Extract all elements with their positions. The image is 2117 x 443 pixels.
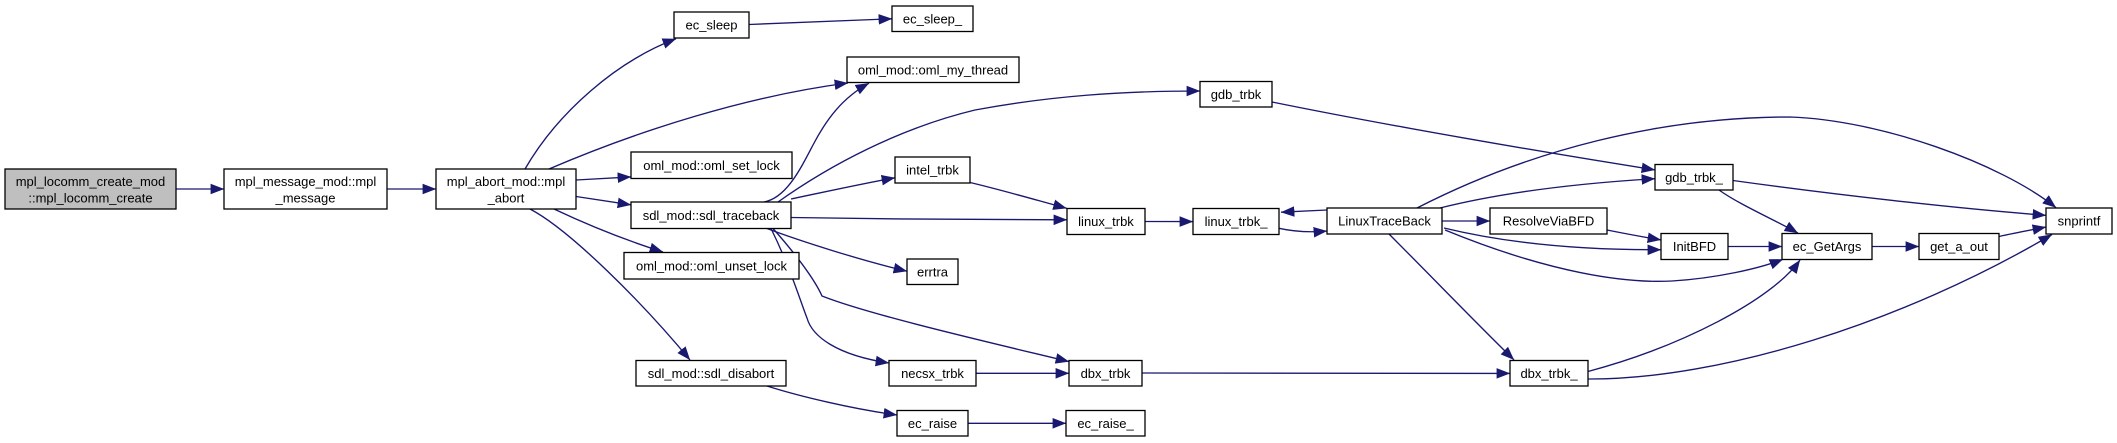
svg-text:gdb_trbk: gdb_trbk <box>1211 87 1262 102</box>
svg-text:dbx_trbk_: dbx_trbk_ <box>1520 366 1578 381</box>
svg-text:ec_sleep_: ec_sleep_ <box>903 11 963 26</box>
svg-text:mpl_message_mod::mpl: mpl_message_mod::mpl <box>235 174 377 189</box>
svg-text:ec_raise_: ec_raise_ <box>1077 416 1134 431</box>
svg-text:errtra: errtra <box>917 264 949 279</box>
svg-text:gdb_trbk_: gdb_trbk_ <box>1665 170 1724 185</box>
svg-text:sdl_mod::sdl_disabort: sdl_mod::sdl_disabort <box>648 366 775 381</box>
svg-text:dbx_trbk: dbx_trbk <box>1081 366 1131 381</box>
svg-text:LinuxTraceBack: LinuxTraceBack <box>1338 214 1431 229</box>
svg-text:oml_mod::oml_set_lock: oml_mod::oml_set_lock <box>643 158 780 173</box>
svg-text:::mpl_locomm_create: ::mpl_locomm_create <box>28 190 152 205</box>
svg-text:_abort: _abort <box>487 190 525 205</box>
svg-text:ec_sleep: ec_sleep <box>685 18 737 33</box>
svg-text:mpl_locomm_create_mod: mpl_locomm_create_mod <box>16 174 166 189</box>
svg-text:ec_GetArgs: ec_GetArgs <box>1793 239 1862 254</box>
svg-text:intel_trbk: intel_trbk <box>906 163 959 178</box>
svg-text:get_a_out: get_a_out <box>1930 239 1988 254</box>
svg-text:InitBFD: InitBFD <box>1673 239 1716 254</box>
svg-text:_message: _message <box>275 190 336 205</box>
svg-text:oml_mod::oml_my_thread: oml_mod::oml_my_thread <box>858 63 1008 78</box>
svg-text:necsx_trbk: necsx_trbk <box>901 366 964 381</box>
svg-text:ResolveViaBFD: ResolveViaBFD <box>1503 214 1595 229</box>
svg-text:sdl_mod::sdl_traceback: sdl_mod::sdl_traceback <box>643 208 780 223</box>
svg-text:ec_raise: ec_raise <box>908 416 957 431</box>
svg-text:oml_mod::oml_unset_lock: oml_mod::oml_unset_lock <box>636 259 788 274</box>
svg-text:linux_trbk: linux_trbk <box>1078 214 1134 229</box>
svg-text:linux_trbk_: linux_trbk_ <box>1205 214 1269 229</box>
svg-text:snprintf: snprintf <box>2058 214 2101 229</box>
svg-text:mpl_abort_mod::mpl: mpl_abort_mod::mpl <box>447 174 566 189</box>
